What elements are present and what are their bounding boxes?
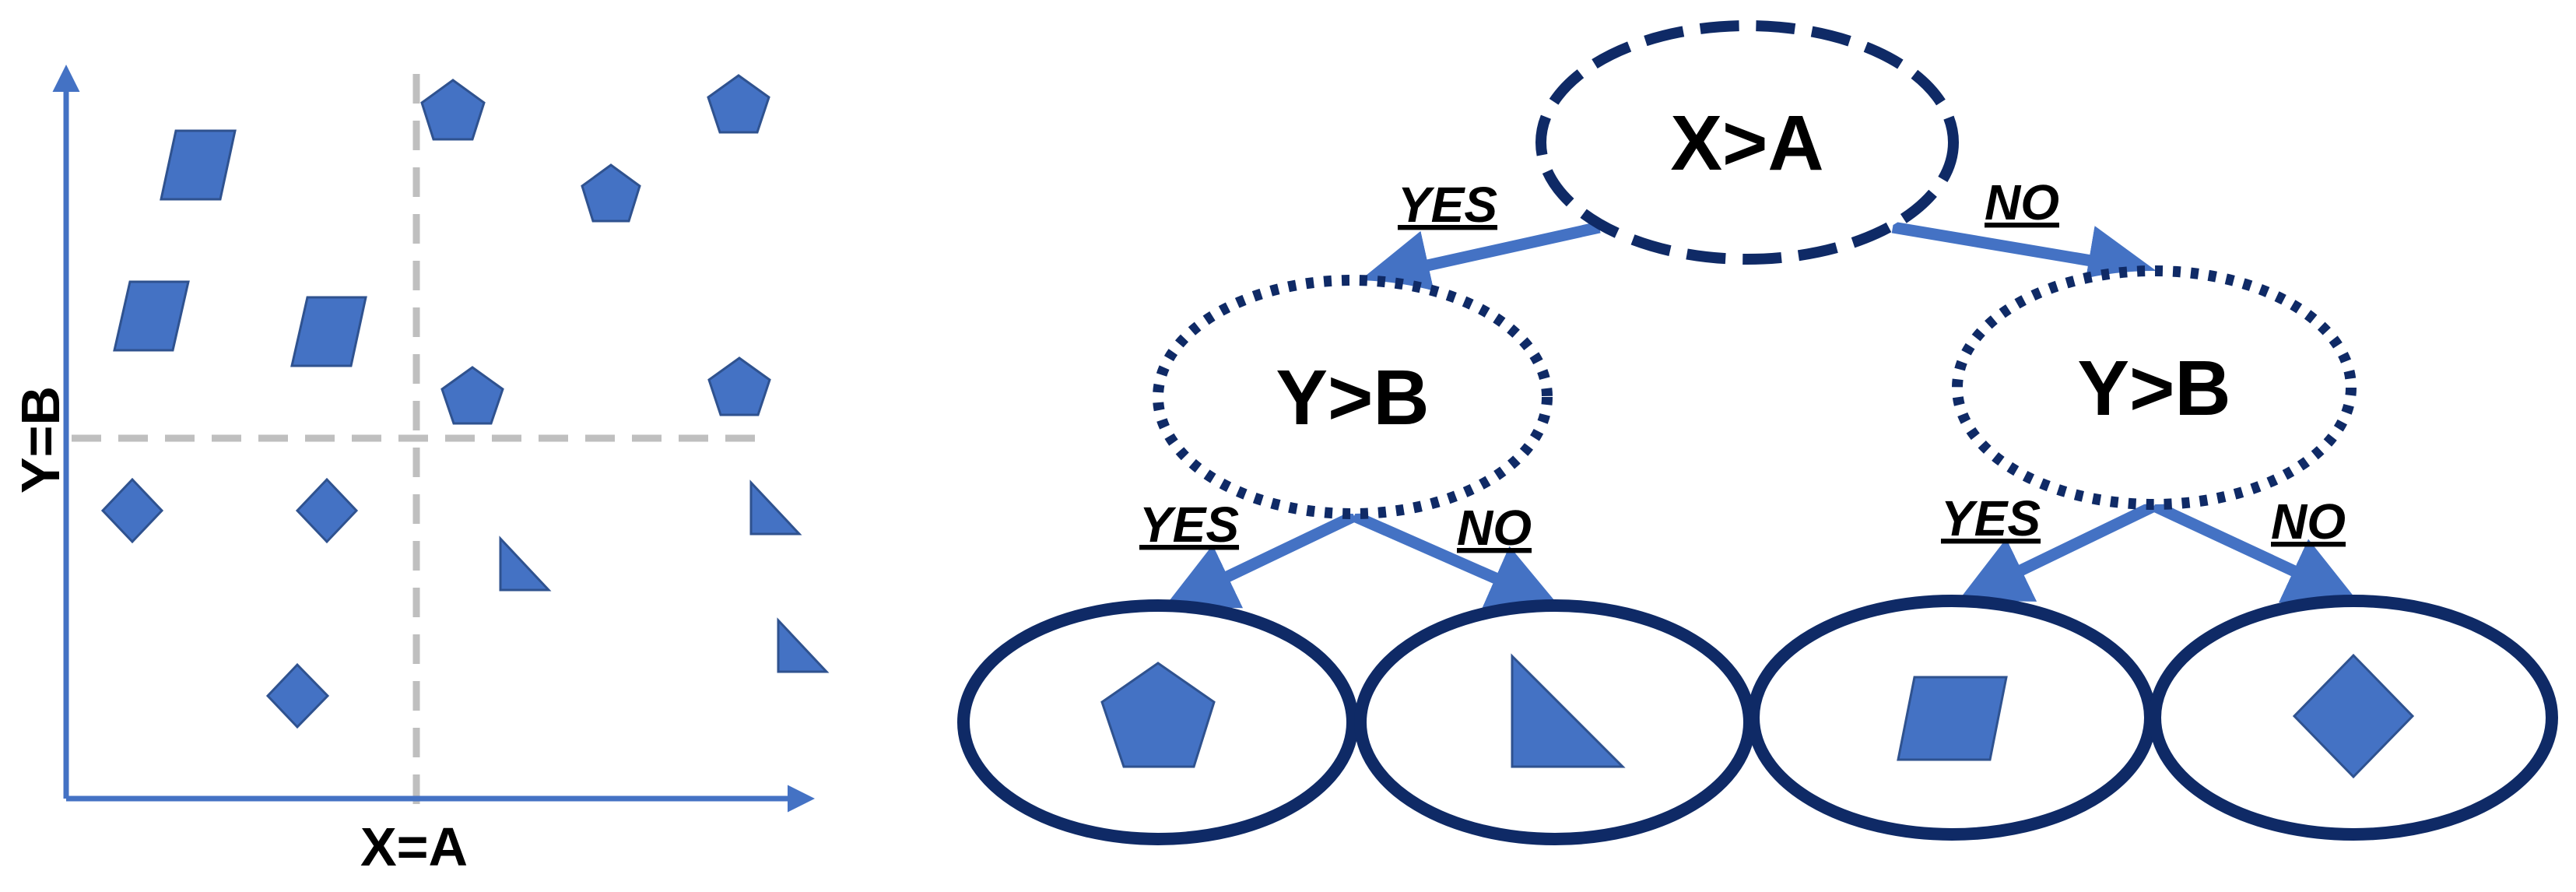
triangle-icon (749, 479, 802, 536)
diamond-icon (295, 477, 359, 544)
branch-label-right-no: NO (2271, 493, 2346, 550)
pentagon-icon (581, 163, 641, 223)
pentagon-icon (420, 79, 486, 141)
left-node (1153, 275, 1553, 519)
parallelogram-icon (113, 280, 190, 352)
root-node (1535, 20, 1959, 265)
edge-root-yes (1360, 221, 1601, 300)
left-node-label: Y>B (1276, 354, 1429, 441)
triangle-icon (499, 536, 552, 592)
scatter-panel: X=A Y=B (10, 65, 830, 877)
triangle-icon (1511, 653, 1626, 768)
y-axis-label: Y=B (10, 386, 71, 493)
edge-root-no (1891, 221, 2158, 295)
triangle-icon (777, 617, 830, 673)
tree-panel: YES NO YES NO YES NO X>A Y>B Y>B (957, 20, 2558, 845)
edge-left-no (1351, 511, 1560, 610)
parallelogram-icon (160, 129, 237, 201)
right-node (1952, 265, 2357, 510)
parallelogram-icon (1897, 676, 2008, 761)
edge-right-no (2151, 500, 2357, 603)
right-node-label: Y>B (2077, 345, 2230, 432)
x-axis-label: X=A (360, 816, 468, 877)
branch-label-left-yes: YES (1139, 497, 1239, 553)
branch-label-right-yes: YES (1941, 490, 2041, 546)
branch-label-root-yes: YES (1398, 177, 1497, 233)
edge-left-yes (1164, 511, 1357, 609)
parallelogram-icon (290, 296, 367, 367)
pentagon-icon (707, 74, 770, 134)
pentagon-icon (707, 356, 771, 416)
edge-right-yes (1958, 500, 2157, 602)
pentagon-icon (440, 366, 504, 425)
diamond-icon (100, 477, 164, 544)
branch-label-root-no: NO (1985, 174, 2059, 230)
root-node-label: X>A (1670, 100, 1823, 187)
diamond-icon (265, 662, 330, 729)
branch-label-left-no: NO (1457, 500, 1532, 556)
diamond-icon (2292, 653, 2415, 779)
pentagon-icon (1100, 662, 1216, 768)
